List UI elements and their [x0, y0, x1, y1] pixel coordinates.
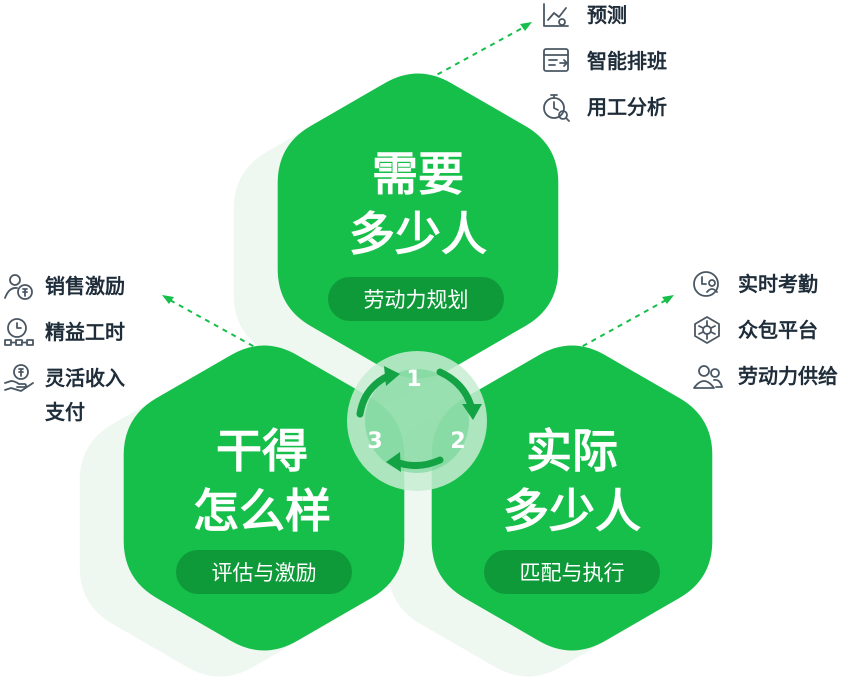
- cycle-number-1: 1: [406, 367, 421, 392]
- hex-right-title-line2: 多少人: [503, 484, 641, 538]
- feature-labor-supply: 劳动力供给: [738, 364, 838, 388]
- cycle-arrowhead-2: [462, 404, 482, 420]
- center-inner-circle: [365, 369, 469, 473]
- feature-crowdsourcing-platform: 众包平台: [738, 318, 818, 342]
- hex-top-pill: [328, 277, 504, 321]
- hex-right-title-line1: 实际: [526, 424, 618, 478]
- cycle-arrowhead-1: [384, 366, 400, 386]
- hex-top-pill-label: 劳动力规划: [364, 288, 469, 312]
- clock-person-icon: [693, 271, 719, 297]
- schedule-icon: [543, 48, 569, 72]
- cycle-arrow-3-to-1: [356, 372, 392, 418]
- cycle-number-2: 2: [450, 429, 465, 454]
- connector-right: [573, 298, 669, 352]
- cycle-number-3: 3: [367, 429, 382, 454]
- hand-coin-icon: [4, 364, 34, 392]
- feature-sales-incentive: 销售激励: [45, 274, 125, 298]
- feature-realtime-attendance: 实时考勤: [738, 272, 818, 296]
- feature-lean-labor-hours: 精益工时: [45, 320, 125, 344]
- hex-right-pill-label: 匹配与执行: [520, 561, 625, 585]
- hex-left-pill: [176, 550, 352, 594]
- chart-person-icon: [543, 3, 569, 27]
- feature-flexible-income: 灵活收入: [45, 366, 125, 390]
- cycle-arrowhead-3: [386, 452, 401, 472]
- hex-left-pill-label: 评估与激励: [212, 561, 317, 585]
- connector-left-arrowhead: [162, 295, 174, 304]
- feature-smart-scheduling: 智能排班: [587, 49, 667, 73]
- connector-left: [167, 298, 263, 352]
- clock-flow-icon: [4, 318, 34, 346]
- connector-top: [419, 25, 527, 85]
- people-icon: [693, 365, 723, 389]
- center-cycle: 1 2 3: [347, 351, 487, 491]
- hex-right-pill: [484, 550, 660, 594]
- hex-left-title-line2: 怎么样: [193, 484, 331, 538]
- stopwatch-search-icon: [543, 94, 570, 122]
- hex-top-title-line1: 需要: [372, 147, 464, 201]
- feature-forecast: 预测: [587, 3, 627, 27]
- hex-left-title-line1: 干得: [216, 424, 308, 478]
- feature-labor-analysis: 用工分析: [587, 95, 667, 119]
- person-coin-icon: [4, 274, 33, 300]
- feature-flexible-income-line2: 支付: [45, 400, 85, 424]
- connector-top-arrowhead: [520, 22, 532, 31]
- hex-top-title-line2: 多少人: [349, 207, 487, 261]
- hex-network-icon: [694, 316, 720, 344]
- connector-right-arrowhead: [662, 295, 674, 304]
